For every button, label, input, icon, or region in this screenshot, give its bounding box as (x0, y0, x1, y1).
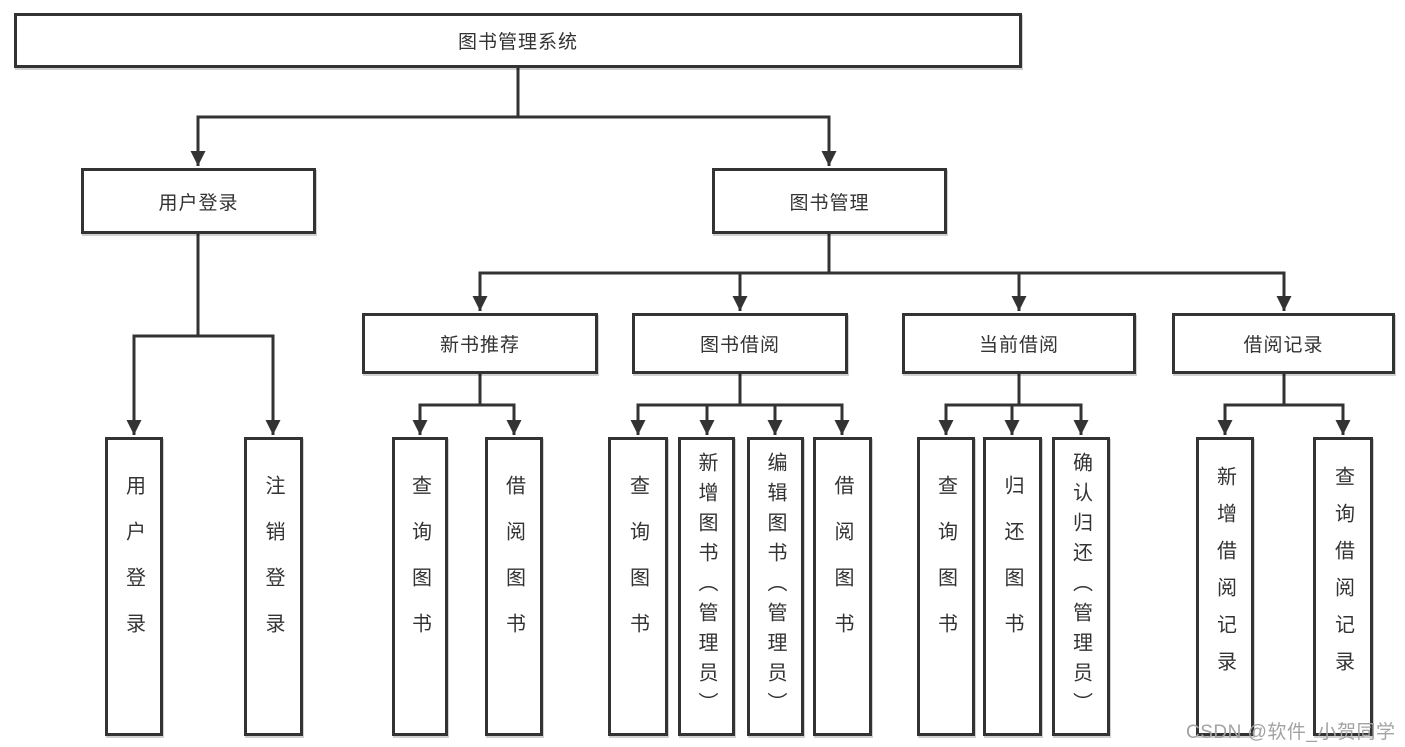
leaf-query-borrow-record-label: 查询借阅记录 (1331, 465, 1354, 688)
leaf-borrow-books-recommend-label: 借阅图书 (502, 474, 525, 659)
node-book-management-label: 图书管理 (789, 192, 870, 214)
leaf-return-books-label: 归还图书 (1001, 474, 1023, 659)
edge-current-confirm (1017, 374, 1089, 435)
leaf-edit-books-admin: 编辑图书（管理员） (747, 437, 804, 736)
leaf-logout-label: 注销登录 (262, 474, 284, 659)
node-current-borrowing-label: 当前借阅 (978, 335, 1059, 356)
leaf-query-books-recommend-label: 查询图书 (408, 474, 431, 659)
csdn-watermark: CSDN @软件_小贺同学 (1186, 722, 1396, 743)
leaf-add-books-admin-label: 新增图书（管理员） (695, 451, 717, 722)
node-book-borrowing: 图书借阅 (632, 313, 848, 374)
leaf-query-books-borrow: 查询图书 (608, 437, 668, 736)
edge-userlogin-logout (196, 234, 281, 435)
node-user-login: 用户登录 (81, 168, 316, 234)
node-user-login-label: 用户登录 (158, 192, 239, 214)
leaf-query-books-recommend: 查询图书 (392, 437, 448, 736)
edge-current-return (1004, 374, 1021, 435)
leaf-user-login-label: 用户登录 (122, 474, 145, 659)
node-book-management: 图书管理 (712, 168, 947, 234)
edge-newbook-borrow (478, 374, 522, 435)
edge-mgmt-records (827, 234, 1292, 311)
edge-borrow-borrow (738, 374, 850, 435)
leaf-borrow-books-label: 借阅图书 (831, 474, 853, 659)
leaf-query-borrow-record: 查询借阅记录 (1313, 437, 1373, 736)
edge-borrow-edit (738, 374, 783, 435)
leaf-confirm-return-admin-label: 确认归还（管理员） (1069, 451, 1092, 722)
edge-records-add (1217, 374, 1286, 435)
edge-userlogin-login (126, 234, 200, 435)
node-root-label: 图书管理系统 (457, 32, 578, 53)
edge-mgmt-newbook (472, 234, 831, 311)
edge-root-book-mgmt (516, 68, 837, 166)
leaf-edit-books-admin-label: 编辑图书（管理员） (764, 451, 786, 722)
edge-current-query (938, 374, 1021, 435)
leaf-query-books-current: 查询图书 (917, 437, 975, 736)
edge-newbook-query (412, 374, 482, 435)
node-borrowing-records-label: 借阅记录 (1243, 335, 1324, 356)
node-new-book-recommend: 新书推荐 (362, 313, 598, 374)
edge-mgmt-borrow (732, 234, 831, 311)
node-book-borrowing-label: 图书借阅 (699, 335, 780, 356)
leaf-return-books: 归还图书 (983, 437, 1042, 736)
leaf-query-books-borrow-label: 查询图书 (626, 474, 649, 659)
leaf-add-borrow-record-label: 新增借阅记录 (1213, 465, 1236, 688)
leaf-add-books-admin: 新增图书（管理员） (678, 437, 735, 736)
node-current-borrowing: 当前借阅 (902, 313, 1136, 374)
leaf-query-books-current-label: 查询图书 (934, 474, 957, 659)
node-borrowing-records: 借阅记录 (1172, 313, 1395, 374)
leaf-logout: 注销登录 (244, 437, 303, 736)
leaf-borrow-books-recommend: 借阅图书 (485, 437, 543, 736)
node-root-system: 图书管理系统 (14, 13, 1022, 68)
edge-borrow-add (699, 374, 742, 435)
edge-root-user-login (190, 68, 520, 166)
edge-mgmt-current (827, 234, 1027, 311)
leaf-confirm-return-admin: 确认归还（管理员） (1052, 437, 1110, 736)
edge-records-query (1282, 374, 1351, 435)
leaf-add-borrow-record: 新增借阅记录 (1196, 437, 1254, 736)
node-new-book-recommend-label: 新书推荐 (439, 335, 520, 356)
edge-borrow-query (630, 374, 742, 435)
leaf-borrow-books: 借阅图书 (813, 437, 872, 736)
leaf-user-login: 用户登录 (105, 437, 163, 736)
